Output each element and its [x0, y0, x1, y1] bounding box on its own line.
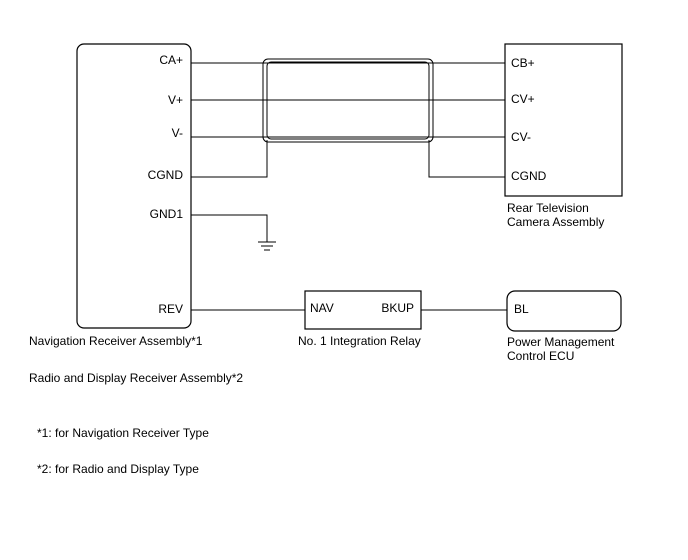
power-ecu-label-line1: Power Management: [507, 335, 615, 349]
pin-rev: REV: [158, 302, 183, 316]
pin-ca-plus: CA+: [159, 53, 183, 67]
pin-bkup: BKUP: [381, 301, 414, 315]
pin-gnd1: GND1: [150, 207, 184, 221]
pin-cv-minus: CV-: [511, 130, 531, 144]
power-ecu-box: [506, 290, 622, 332]
pin-bl: BL: [514, 302, 529, 316]
shield-outer: [262, 58, 434, 143]
pin-cv-plus: CV+: [511, 92, 535, 106]
nav-receiver-label: Navigation Receiver Assembly*1: [29, 334, 203, 348]
power-ecu-label-line2: Control ECU: [507, 349, 574, 363]
relay-label: No. 1 Integration Relay: [298, 334, 421, 348]
pin-v-minus: V-: [172, 126, 183, 140]
wire-gnd1: [191, 214, 268, 242]
wire-cgnd-nav: [191, 140, 268, 178]
nav-receiver-box: [76, 43, 192, 329]
ground-icon: [258, 241, 276, 251]
radio-receiver-label: Radio and Display Receiver Assembly*2: [29, 371, 243, 385]
pin-cgnd-camera: CGND: [511, 169, 547, 183]
pin-cgnd-nav: CGND: [148, 168, 184, 182]
footnote-2: *2: for Radio and Display Type: [37, 462, 199, 476]
pin-cb-plus: CB+: [511, 56, 535, 70]
footnote-1: *1: for Navigation Receiver Type: [37, 426, 209, 440]
pin-v-plus: V+: [168, 93, 183, 107]
pin-nav: NAV: [310, 301, 334, 315]
shield-inner: [266, 61, 430, 140]
camera-label-line1: Rear Television: [507, 201, 589, 215]
camera-box: [504, 43, 623, 197]
camera-label-line2: Camera Assembly: [507, 215, 604, 229]
relay-box: [304, 290, 422, 330]
wire-cgnd-camera: [428, 140, 505, 178]
